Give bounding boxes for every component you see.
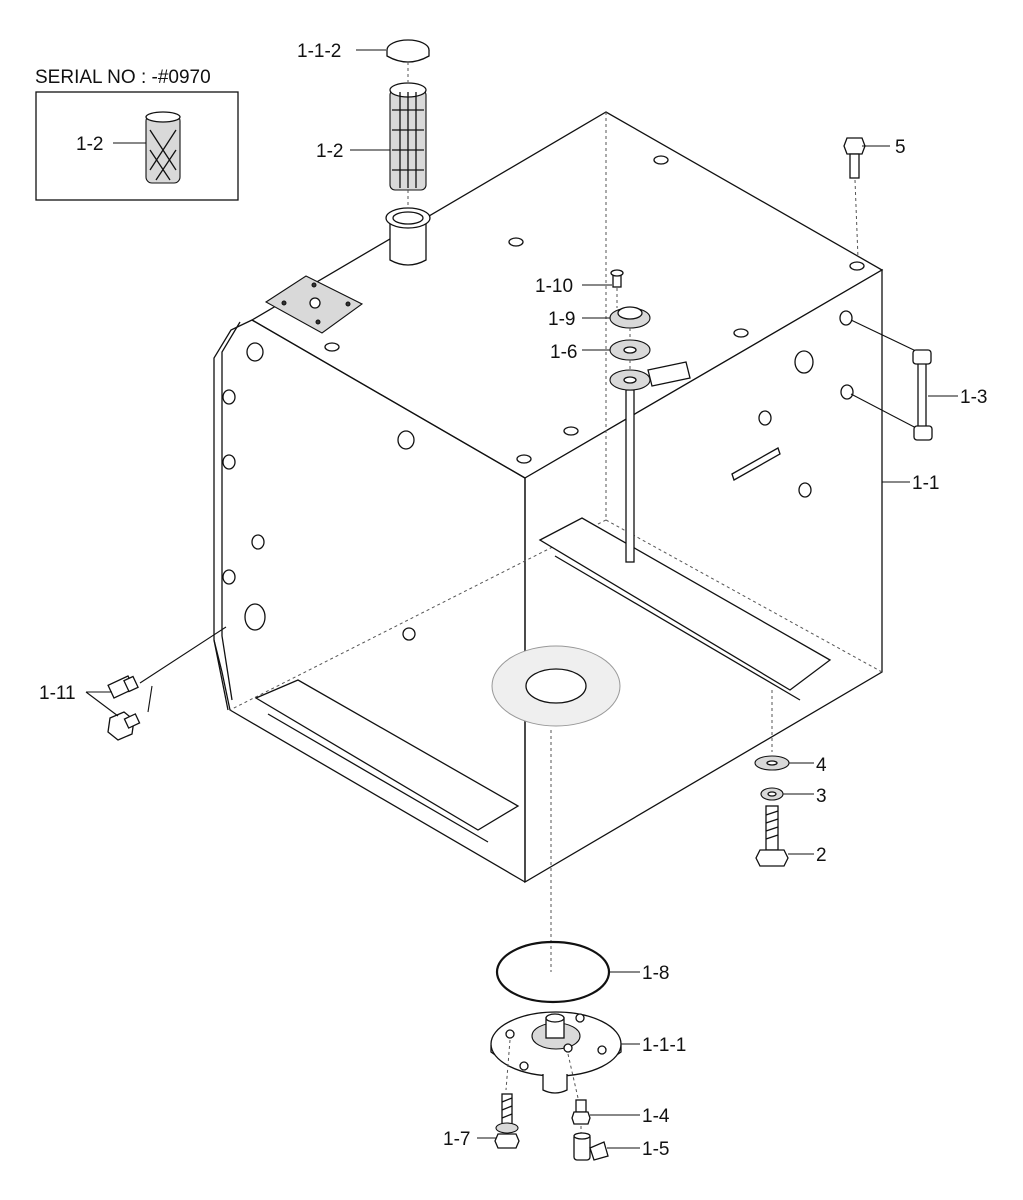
label-1-9: 1-9 bbox=[548, 309, 575, 330]
serial-inset-box bbox=[35, 91, 239, 201]
mounting-hardware bbox=[754, 690, 790, 867]
inset-strainer-drawing bbox=[113, 111, 181, 184]
label-5: 5 bbox=[895, 137, 906, 158]
label-1-1: 1-1 bbox=[912, 473, 939, 494]
label-1-6: 1-6 bbox=[550, 342, 577, 363]
drain-bolt-1-7 bbox=[494, 1093, 520, 1149]
label-1-1-2: 1-1-2 bbox=[297, 41, 341, 62]
sight-gauge bbox=[850, 319, 933, 441]
label-1-2-inset: 1-2 bbox=[76, 134, 103, 155]
label-1-8: 1-8 bbox=[642, 963, 669, 984]
label-1-3: 1-3 bbox=[960, 387, 987, 408]
filler-assembly bbox=[385, 39, 431, 266]
label-1-5: 1-5 bbox=[642, 1139, 669, 1160]
label-1-1-1: 1-1-1 bbox=[642, 1035, 686, 1056]
label-1-11: 1-11 bbox=[39, 683, 76, 704]
drain-cover-assembly bbox=[490, 730, 622, 1099]
nipple-1-4 bbox=[571, 1099, 591, 1125]
fittings-1-11 bbox=[85, 626, 227, 741]
label-2: 2 bbox=[816, 845, 827, 866]
bolt-5 bbox=[843, 137, 866, 259]
label-4: 4 bbox=[816, 755, 827, 776]
drain-cock-1-5 bbox=[573, 1126, 609, 1161]
label-1-2: 1-2 bbox=[316, 141, 343, 162]
hydraulic-tank bbox=[213, 111, 884, 884]
serial-number-note: SERIAL NO : -#0970 bbox=[35, 67, 211, 88]
label-1-7: 1-7 bbox=[443, 1129, 470, 1150]
label-1-10: 1-10 bbox=[535, 276, 573, 297]
label-1-4: 1-4 bbox=[642, 1106, 670, 1127]
leader-lines bbox=[350, 49, 958, 1149]
level-gauge-parts bbox=[609, 269, 651, 391]
label-3: 3 bbox=[816, 786, 827, 807]
